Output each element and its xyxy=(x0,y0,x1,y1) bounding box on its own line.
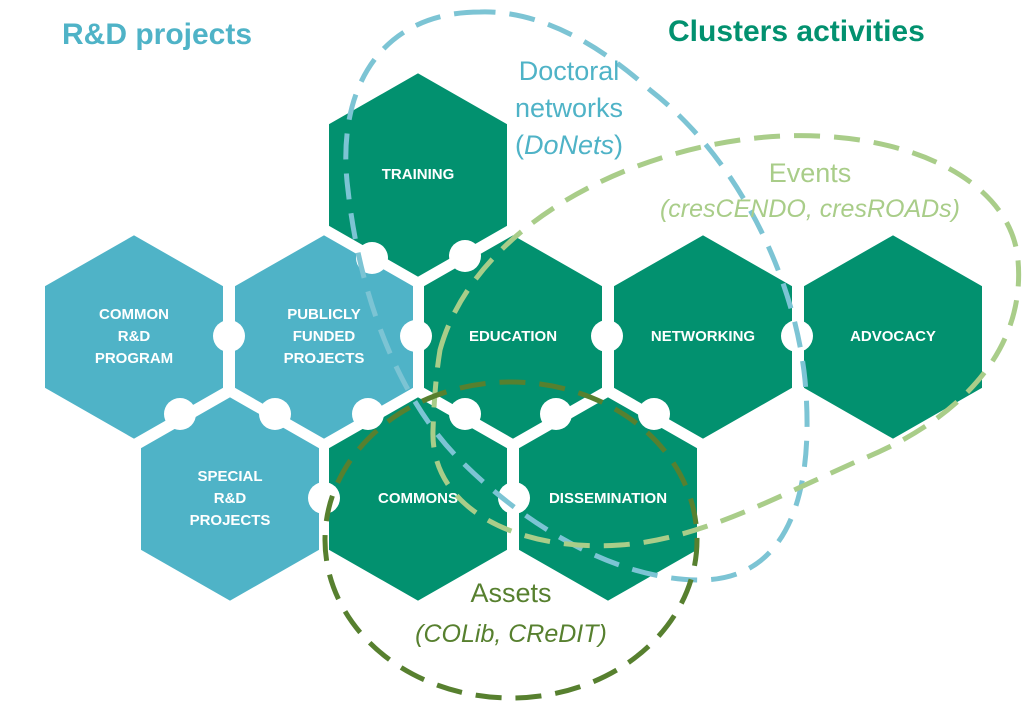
hex-label-common-2: R&D xyxy=(118,328,151,345)
hexagon-special-rd-projects: SPECIAL R&D PROJECTS xyxy=(137,392,323,606)
hexagon-networking: NETWORKING xyxy=(610,230,796,444)
clusters-activities-title: Clusters activities xyxy=(668,15,925,48)
hex-label-special-3: PROJECTS xyxy=(190,512,271,529)
assets-dashed-outline xyxy=(322,379,700,701)
hex-label-training: TRAINING xyxy=(382,166,455,183)
connector-dot xyxy=(638,398,670,430)
donets-line-3: (DoNets) xyxy=(515,130,623,160)
connector-dot xyxy=(540,398,572,430)
connector-dot xyxy=(449,240,481,272)
connector-dot xyxy=(400,320,432,352)
assets-annotation: Assets (COLib, CReDIT) xyxy=(415,578,607,648)
donets-line-1: Doctoral xyxy=(519,56,620,86)
hexagon-publicly-funded-projects: PUBLICLY FUNDED PROJECTS xyxy=(231,230,417,444)
hex-label-special-1: SPECIAL xyxy=(197,468,262,485)
hexagon-commons: COMMONS xyxy=(325,392,511,606)
donets-dashed-outline xyxy=(343,9,810,583)
hex-label-commons: COMMONS xyxy=(378,490,458,507)
hexagon-common-rd-program: COMMON R&D PROGRAM xyxy=(41,230,227,444)
hex-label-networking: NETWORKING xyxy=(651,328,755,345)
hexagon-training: TRAINING xyxy=(325,68,511,282)
connector-dot xyxy=(259,398,291,430)
hex-label-common-3: PROGRAM xyxy=(95,350,173,367)
events-dashed-outline xyxy=(430,133,1022,549)
rd-projects-title: R&D projects xyxy=(62,18,252,51)
donets-annotation: Doctoral networks (DoNets) xyxy=(515,56,623,160)
connector-dot xyxy=(498,482,530,514)
events-line-1: Events xyxy=(769,158,852,188)
hexagon-education: EDUCATION xyxy=(420,230,606,444)
connector-dot xyxy=(591,320,623,352)
hexagon-dissemination: DISSEMINATION xyxy=(515,392,701,606)
donets-line-2: networks xyxy=(515,93,623,123)
hex-label-education: EDUCATION xyxy=(469,328,557,345)
connector-dot xyxy=(449,398,481,430)
events-line-2: (cresCENDO, cresROADs) xyxy=(660,195,960,223)
hexagon-advocacy: ADVOCACY xyxy=(800,230,986,444)
connector-dot xyxy=(308,482,340,514)
hex-label-special-2: R&D xyxy=(214,490,247,507)
hex-label-publicly-1: PUBLICLY xyxy=(287,306,361,323)
assets-line-2: (COLib, CReDIT) xyxy=(415,620,607,648)
hex-label-advocacy: ADVOCACY xyxy=(850,328,936,345)
hex-label-dissemination: DISSEMINATION xyxy=(549,490,667,507)
hex-label-publicly-2: FUNDED xyxy=(293,328,356,345)
connector-dot xyxy=(213,320,245,352)
events-annotation: Events (cresCENDO, cresROADs) xyxy=(660,158,960,223)
assets-line-1: Assets xyxy=(470,578,551,608)
hex-label-common-1: COMMON xyxy=(99,306,169,323)
connector-dot xyxy=(164,398,196,430)
hex-label-publicly-3: PROJECTS xyxy=(284,350,365,367)
connector-dot xyxy=(352,398,384,430)
connector-dot xyxy=(356,242,388,274)
